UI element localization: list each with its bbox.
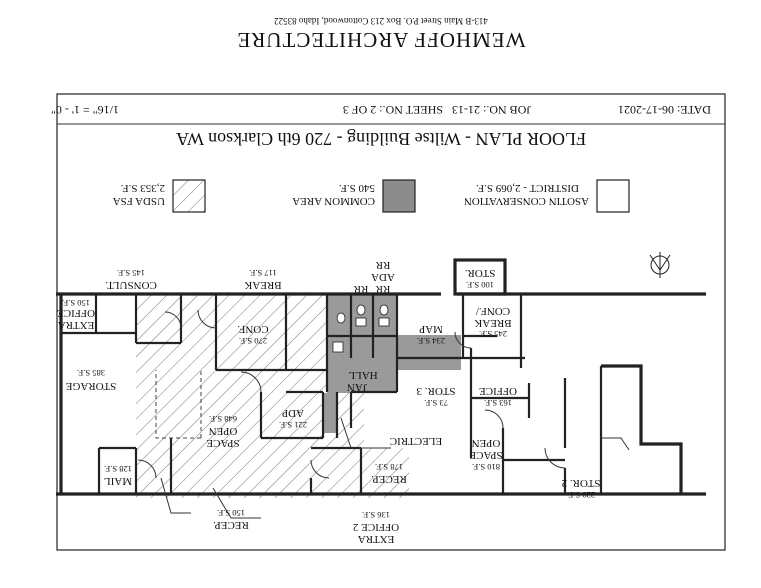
room-recep-150-sf: 150 S.F. <box>217 508 245 518</box>
legend-usda-sf: 2,353 S.F. <box>120 182 165 194</box>
room-mail-sf: 128 S.F. <box>104 464 132 474</box>
room-extra-office2-sf: 136 S.F. <box>362 510 390 520</box>
room-mail: MAIL <box>104 475 132 487</box>
room-conf-break-2: BREAK <box>474 317 511 329</box>
room-open-space-810-2: SPACE <box>469 449 503 461</box>
room-open-space-648-2: SPACE <box>206 437 240 449</box>
room-extra-office: EXTRA <box>58 319 95 331</box>
firm-name: WEMHOFF ARCHITECTURE <box>237 28 526 52</box>
room-adp-sf: 221 S.F. <box>279 420 307 430</box>
room-open-space-648: OPEN <box>209 425 238 437</box>
room-storage: STORAGE <box>65 380 116 392</box>
north-arrow-icon <box>649 252 671 278</box>
room-stor-top: STOR. <box>464 267 495 279</box>
room-extra-office-sf: 150 S.F. <box>62 298 90 308</box>
room-stor3: STOR. 3 <box>416 385 455 397</box>
leader-lines <box>160 417 630 519</box>
room-recep-150: RECEP. <box>213 519 249 531</box>
room-extra-office2-2: OFFICE 2 <box>353 521 399 533</box>
room-recep-178: RECEP. <box>371 473 407 485</box>
room-rr-2: RR <box>353 283 368 295</box>
room-open-space-648-sf: 648 S.F. <box>209 414 237 424</box>
room-map: MAP <box>419 323 443 335</box>
legend-swatch-usda <box>172 179 206 213</box>
room-consult: CONSULT. <box>105 279 157 291</box>
room-storage-sf: 385 S.F. <box>77 368 105 378</box>
room-open-space-810-sf: 810 S.F. <box>472 462 500 472</box>
room-ada-rr: RR <box>375 259 390 271</box>
sheet-number: SHEET NO.: 2 OF 3 <box>343 103 443 117</box>
room-stor2: STOR. 2 <box>562 477 601 489</box>
room-consult-sf: 145 S.F. <box>117 268 145 278</box>
room-extra-office2: EXTRA <box>358 533 395 545</box>
room-jan: JAN <box>347 381 367 393</box>
room-conf: CONF. <box>237 323 268 335</box>
restroom-fixtures <box>332 304 390 353</box>
room-conf-sf: 270 S.F. <box>239 336 267 346</box>
room-map-sf: 234 S.F. <box>417 336 445 346</box>
drawing-title: FLOOR PLAN - Wiltse Building - 720 6th C… <box>176 129 586 149</box>
room-rr-1: RR <box>375 283 390 295</box>
firm-address: 413-B Main Street P.O. Box 213 Cottonwoo… <box>274 16 488 26</box>
room-break: BREAK <box>244 279 281 291</box>
dashed-partitions <box>155 370 202 439</box>
room-stor-top-sf: 100 S.F. <box>466 280 494 290</box>
legend-swatch-common <box>382 179 416 213</box>
room-office: OFFICE <box>479 385 517 397</box>
room-electric: ELECTRIC <box>390 435 443 447</box>
room-conf-break: CONF./ <box>475 305 510 317</box>
room-stor2-sf: 229 S.F. <box>567 490 595 500</box>
room-conf-break-sf: 245 S.F. <box>479 329 507 339</box>
legend-asotin-label: ASOTIN CONSERVATION <box>464 195 589 207</box>
room-stor3-sf: 73 S.F. <box>424 398 448 408</box>
job-number: JOB NO.: 21-13 <box>452 103 531 117</box>
room-labels: STOR. 100 S.F. CONF./ BREAK 245 S.F. MAP… <box>57 259 601 545</box>
room-open-space-810: OPEN <box>472 437 501 449</box>
room-break-sf: 117 S.F. <box>249 268 277 278</box>
interior-walls <box>61 294 683 494</box>
room-recep-178-sf: 178 S.F. <box>375 462 403 472</box>
scale-label: 1/16" = 1' - 0" <box>51 103 119 117</box>
date-label: DATE: 06-17-2021 <box>618 103 711 117</box>
legend-asotin-sf: DISTRICT - 2,069 S.F. <box>476 182 579 194</box>
legend-usda-label: USDA FSA <box>113 195 165 207</box>
legend-common-sf: 540 S.F. <box>339 182 375 194</box>
door-swings <box>137 309 566 479</box>
room-ada: ADA <box>371 271 395 283</box>
room-extra-office-2: OFFICE <box>57 307 95 319</box>
room-hall: HALL <box>348 369 378 381</box>
legend-common-label: COMMON AREA <box>292 195 375 207</box>
room-adp: ADP <box>282 407 304 419</box>
room-office-sf: 163 S.F. <box>484 398 512 408</box>
legend-swatch-asotin <box>596 179 630 213</box>
sheet-border <box>56 93 726 551</box>
